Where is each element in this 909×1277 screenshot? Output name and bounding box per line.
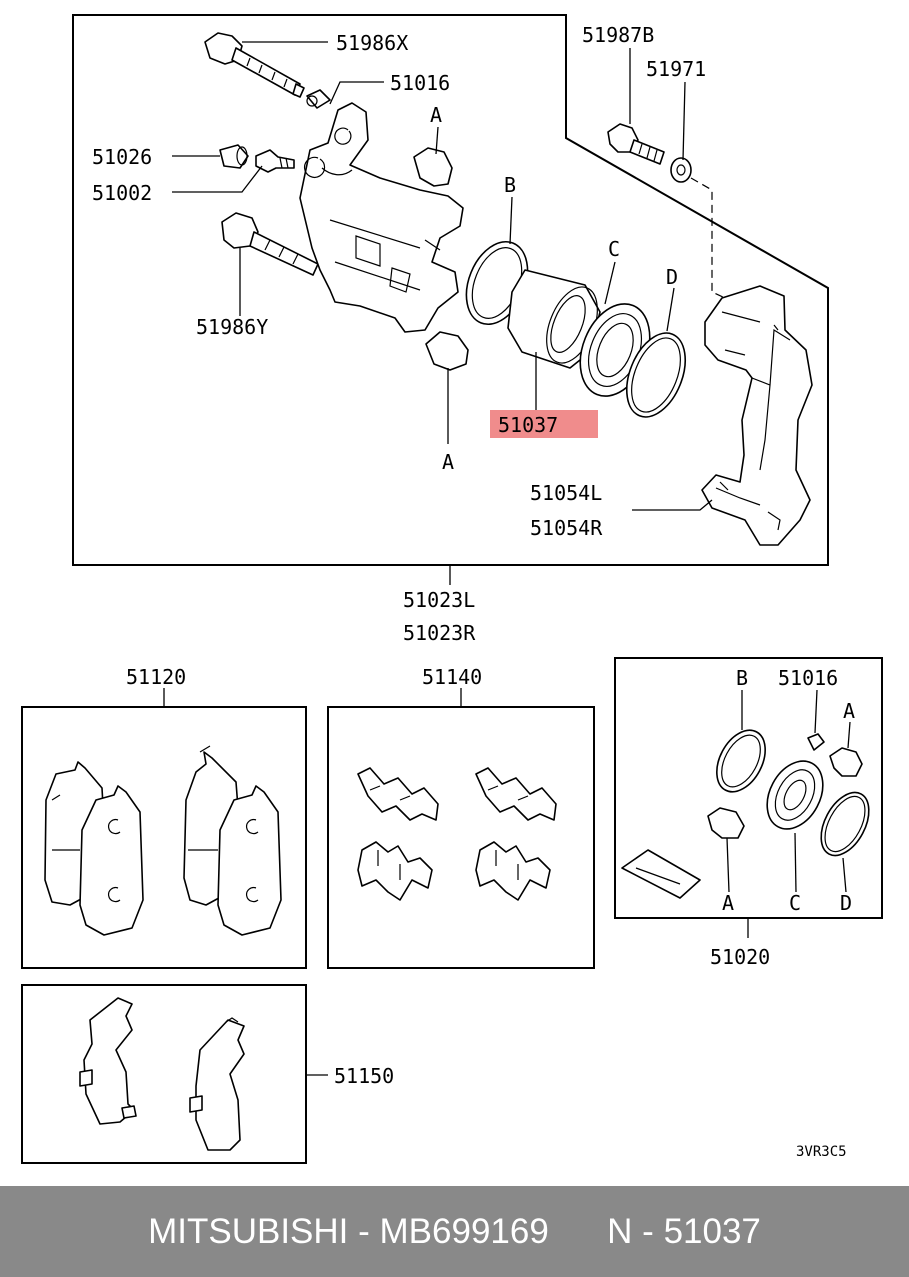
pad-shims-icon bbox=[79, 997, 245, 1151]
shims-frame bbox=[21, 984, 307, 1164]
piston-highlight bbox=[490, 410, 598, 438]
retaining-ring-icon bbox=[625, 332, 687, 418]
bushing-icon bbox=[306, 89, 331, 109]
label-51016: 51016 bbox=[390, 71, 450, 95]
label-51023r: 51023R bbox=[403, 621, 476, 645]
label-51023l: 51023L bbox=[403, 588, 475, 612]
label-51120: 51120 bbox=[126, 665, 186, 689]
label-51971: 51971 bbox=[646, 57, 706, 81]
label-51002: 51002 bbox=[92, 181, 152, 205]
caliper-bracket-icon bbox=[701, 285, 813, 546]
part-number: MB699169 bbox=[379, 1211, 549, 1251]
footer-bar: MITSUBISHI - MB699169 N - 51037 bbox=[0, 1186, 909, 1277]
diagram-ref-number: 51037 bbox=[663, 1211, 761, 1251]
kit-label-letter-a-upper: A bbox=[843, 699, 855, 723]
brand-name: MITSUBISHI bbox=[148, 1211, 349, 1251]
footer-gap bbox=[549, 1212, 607, 1252]
guide-bolt-y-icon bbox=[221, 212, 319, 276]
brake-pads-icon bbox=[44, 745, 282, 936]
label-51986x: 51986X bbox=[336, 31, 408, 55]
label-51054l: 51054L bbox=[530, 481, 602, 505]
footer-separator-2: - bbox=[632, 1211, 664, 1251]
label-letter-a-upper: A bbox=[430, 103, 442, 127]
pad-clips-icon bbox=[357, 767, 557, 901]
caliper-body-icon bbox=[299, 102, 464, 333]
label-51140: 51140 bbox=[422, 665, 482, 689]
kit-label-letter-d: D bbox=[840, 891, 852, 915]
label-51986y: 51986Y bbox=[196, 315, 268, 339]
parts-diagram: 51986X 51016 51026 51002 51986Y A A B C … bbox=[21, 14, 883, 1164]
label-letter-a-lower: A bbox=[442, 450, 454, 474]
caliper-assembly-frame bbox=[72, 14, 829, 566]
guide-bolt-x-icon bbox=[204, 32, 305, 98]
pin-boot-upper-icon bbox=[413, 147, 453, 187]
kit-label-51016: 51016 bbox=[778, 666, 838, 690]
bleeder-cap-icon bbox=[219, 144, 249, 169]
clips-frame bbox=[327, 706, 595, 969]
seal-kit-icon bbox=[621, 729, 870, 899]
kit-label-letter-a-lower: A bbox=[722, 891, 734, 915]
pin-boot-lower-icon bbox=[425, 331, 469, 371]
washer-icon bbox=[670, 157, 692, 183]
kit-label-letter-c: C bbox=[789, 891, 801, 915]
label-letter-c: C bbox=[608, 237, 620, 261]
label-51037: 51037 bbox=[498, 413, 558, 437]
kit-label-letter-b: B bbox=[736, 666, 748, 690]
bleeder-screw-icon bbox=[255, 149, 295, 173]
label-letter-b: B bbox=[504, 173, 516, 197]
footer-n-label: N bbox=[607, 1211, 633, 1251]
label-51020: 51020 bbox=[710, 945, 770, 969]
label-letter-d: D bbox=[666, 265, 678, 289]
footer-separator: - bbox=[348, 1211, 380, 1251]
reference-code: 3VR3C5 bbox=[796, 1144, 847, 1160]
piston-icon bbox=[507, 269, 601, 369]
label-51150: 51150 bbox=[334, 1064, 394, 1088]
bracket-bolt-icon bbox=[607, 123, 665, 165]
label-51026: 51026 bbox=[92, 145, 152, 169]
label-51987b: 51987B bbox=[582, 23, 654, 47]
label-51054r: 51054R bbox=[530, 516, 603, 540]
